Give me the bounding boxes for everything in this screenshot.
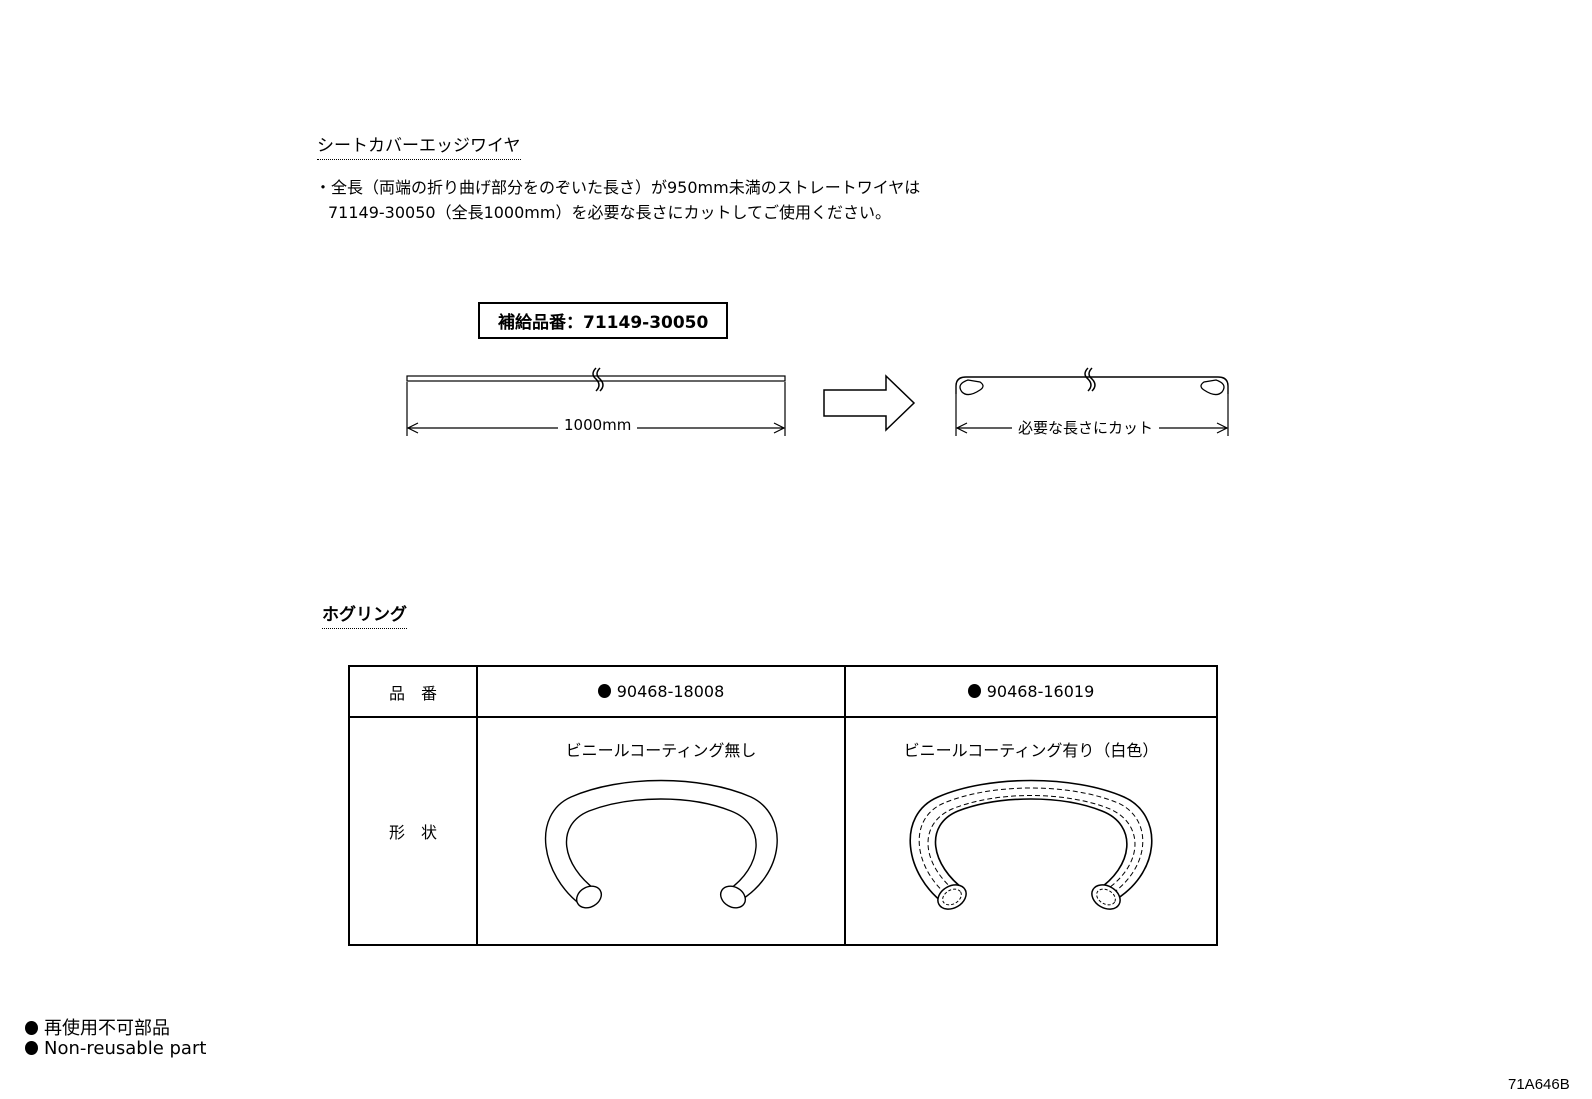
figure-code: 71A646B: [1508, 1076, 1570, 1093]
part-number-cell-2: 90468-16019: [844, 665, 1218, 718]
note-line-2: 71149-30050（全長1000mm）を必要な長さにカットしてご使用ください…: [328, 203, 891, 222]
right-arrow-icon: [823, 374, 916, 432]
hog-ring-table: 品 番 90468-18008 90468-16019 形 状 ビニールコーティ…: [348, 665, 1218, 946]
supply-part-number-box: 補給品番：71149-30050: [478, 302, 729, 339]
length-dimension-label: 1000mm: [558, 416, 638, 434]
cut-to-length-label: 必要な長さにカット: [1012, 417, 1160, 438]
part-number-cell-1: 90468-18008: [476, 665, 846, 718]
bent-wire-illustration: [955, 367, 1229, 436]
shape-description-1: ビニールコーティング無し: [565, 741, 757, 760]
non-reusable-bullet-icon: [25, 1041, 38, 1055]
hog-ring-uncoated-illustration: [544, 779, 778, 909]
row-header-shape: 形 状: [348, 716, 478, 946]
non-reusable-bullet-icon: [967, 684, 981, 698]
section-heading-seat-cover-wire: シートカバーエッジワイヤ: [317, 131, 521, 160]
shape-description-2: ビニールコーティング有り（白色）: [903, 741, 1159, 760]
row-header-part-number: 品 番: [348, 665, 478, 718]
shape-cell-2: ビニールコーティング有り（白色）: [844, 716, 1218, 946]
legend-english: Non-reusable part: [25, 1038, 206, 1059]
hog-ring-coated-illustration: [909, 779, 1153, 910]
note-line-1: ・全長（両端の折り曲げ部分をのぞいた長さ）が950mm未満のストレートワイヤは: [315, 178, 921, 197]
shape-cell-1: ビニールコーティング無し: [476, 716, 846, 946]
section-heading-hog-ring: ホグリング: [322, 600, 407, 629]
non-reusable-bullet-icon: [25, 1021, 38, 1035]
non-reusable-bullet-icon: [597, 684, 611, 698]
legend-japanese: 再使用不可部品: [25, 1014, 170, 1040]
